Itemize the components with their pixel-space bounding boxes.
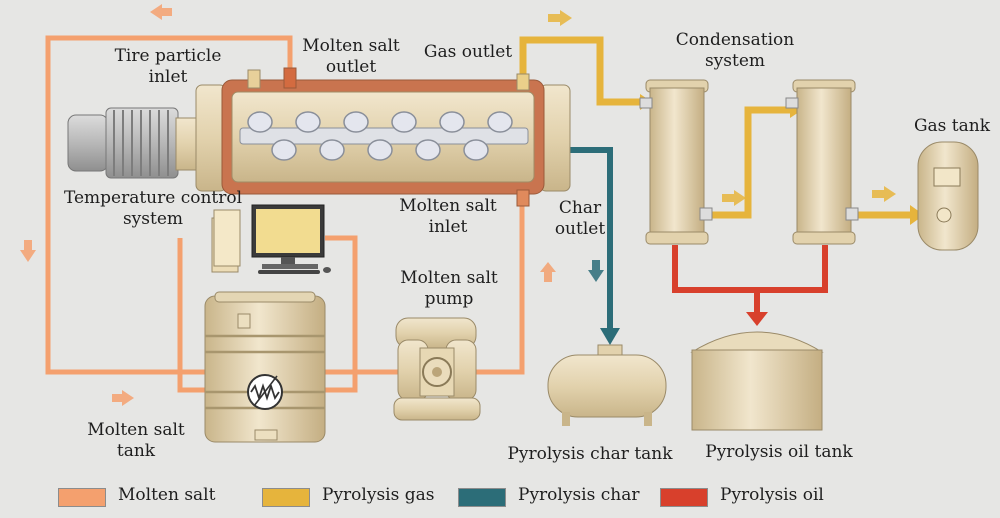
reactor (67, 67, 571, 207)
legend-swatch-pyrolysis-oil (660, 488, 708, 507)
screw-conveyor-icon (239, 111, 529, 161)
pyrolysis-oil-pipe (672, 245, 828, 326)
label-condensation-system: Condensation system (675, 30, 795, 71)
legend-item-pyrolysis-oil: Pyrolysis oil (660, 484, 840, 510)
legend-swatch-pyrolysis-gas (262, 488, 310, 507)
legend-item-molten-salt: Molten salt (58, 484, 238, 510)
motor-icon (67, 114, 109, 172)
molten-salt-pipes (45, 35, 525, 393)
condenser-2 (785, 79, 859, 245)
legend-item-pyrolysis-gas: Pyrolysis gas (262, 484, 452, 510)
pump-icon (393, 317, 481, 421)
label-gas-outlet: Gas outlet (423, 42, 513, 62)
flow-arrow-icon (20, 4, 896, 406)
label-char-outlet: Char outlet (554, 198, 606, 239)
label-tire-particle-inlet: Tire particle inlet (114, 46, 222, 87)
label-pyrolysis-oil-tank: Pyrolysis oil tank (705, 442, 853, 462)
label-molten-salt-pump: Molten salt pump (400, 268, 498, 309)
condenser-1 (639, 79, 713, 245)
pyrolysis-oil-tank (690, 331, 824, 431)
legend-swatch-pyrolysis-char (458, 488, 506, 507)
pyrolysis-char-pipe (560, 147, 620, 345)
pyrolysis-char-tank (547, 344, 667, 426)
legend: Molten salt Pyrolysis gas Pyrolysis char… (0, 480, 1000, 518)
label-gas-tank: Gas tank (913, 116, 991, 136)
label-temperature-control-system: Temperature control system (63, 188, 243, 229)
legend-swatch-molten-salt (58, 488, 106, 507)
computer-icon (211, 204, 331, 274)
gas-tank (917, 141, 979, 251)
label-molten-salt-outlet: Molten salt outlet (302, 36, 400, 77)
label-pyrolysis-char-tank: Pyrolysis char tank (507, 444, 673, 464)
molten-salt-tank (204, 291, 326, 443)
label-molten-salt-inlet: Molten salt inlet (399, 196, 497, 237)
label-molten-salt-tank: Molten salt tank (87, 420, 185, 461)
heater-icon (247, 374, 283, 410)
legend-item-pyrolysis-char: Pyrolysis char (458, 484, 648, 510)
